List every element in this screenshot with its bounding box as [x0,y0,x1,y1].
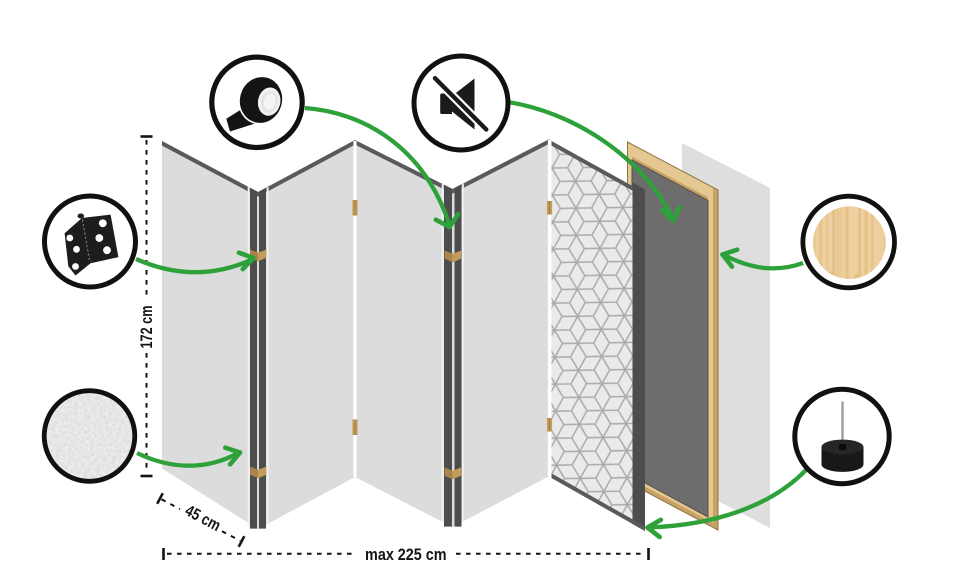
svg-text:max 225 cm: max 225 cm [365,546,447,564]
svg-text:172 cm: 172 cm [138,306,156,349]
